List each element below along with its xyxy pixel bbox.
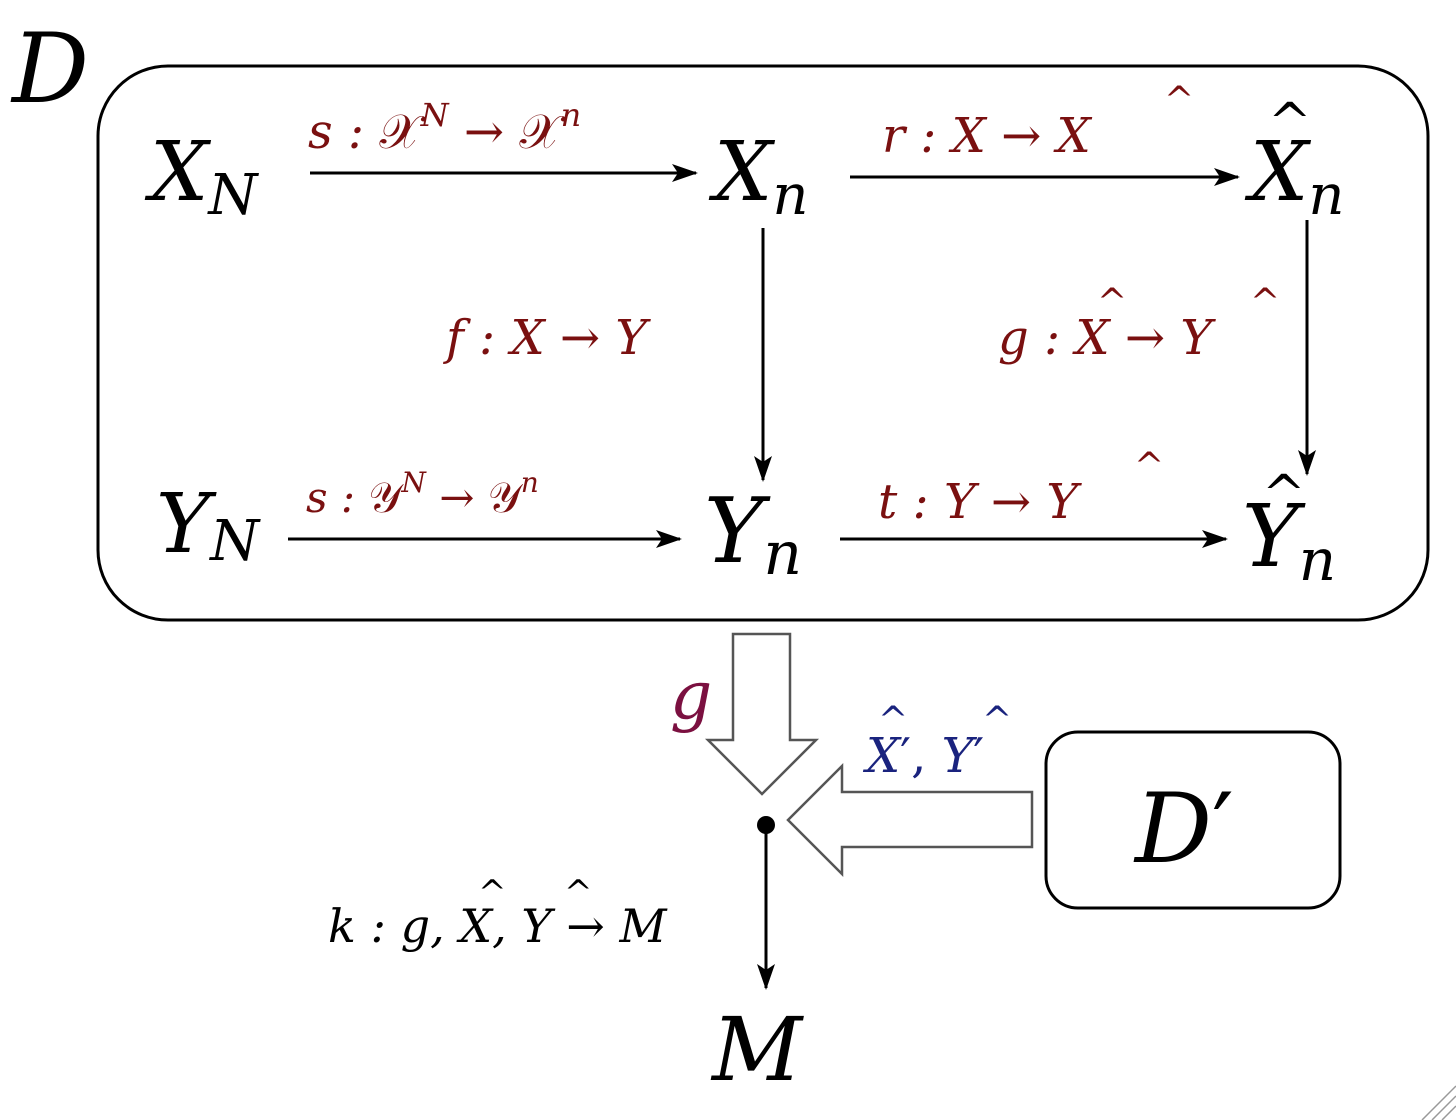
svg-text:Yn: Yn <box>704 479 802 589</box>
node-y-big-n: YN <box>156 477 261 574</box>
svg-text:^: ^ <box>1164 80 1194 121</box>
hollow-arrow-down <box>704 632 820 796</box>
svg-text:^: ^ <box>878 700 908 741</box>
svg-text:YN: YN <box>156 477 261 574</box>
label-f-vert: f : X → Y <box>443 310 651 366</box>
label-g-big: g <box>670 657 712 734</box>
frame-d <box>96 64 1430 622</box>
svg-text:^: ^ <box>1134 446 1164 487</box>
label-t-bot: t : Y → Y ^ <box>878 446 1164 530</box>
node-x-big-n: XN <box>144 125 259 228</box>
frame-d-prime-label: D′ <box>1133 773 1234 885</box>
svg-text:Xn: Xn <box>1244 125 1344 228</box>
frame-d-prime <box>1044 730 1342 910</box>
junction-dot <box>757 816 775 834</box>
svg-text:^: ^ <box>478 873 507 913</box>
svg-text:r : X → X: r : X → X <box>882 108 1093 164</box>
label-s-bot: s : 𝒴N → 𝒴n <box>306 466 539 522</box>
node-x-n: Xn <box>708 125 808 228</box>
hollow-arrow-left <box>786 762 1034 878</box>
svg-text:XN: XN <box>144 125 259 228</box>
resize-grip-icon <box>1421 1085 1456 1120</box>
node-m: M <box>710 998 804 1101</box>
svg-text:X′, Y′: X′, Y′ <box>862 728 984 784</box>
node-x-hat-n: ^ Xn <box>1244 93 1344 228</box>
label-s-top: s : 𝒳N → 𝒳n <box>308 96 581 160</box>
svg-text:g : X → Y: g : X → Y <box>998 310 1216 366</box>
svg-text:Yn: Yn <box>1242 487 1336 594</box>
label-r-top: r : X → X ^ <box>882 80 1194 164</box>
svg-text:^: ^ <box>1250 282 1280 323</box>
label-xy-prime: X′, Y′ ^ ^ <box>862 700 1012 784</box>
svg-text:k : g, X, Y → M: k : g, X, Y → M <box>328 899 668 953</box>
svg-text:^: ^ <box>564 873 593 913</box>
label-g-vert: g : X → Y ^ ^ <box>998 282 1280 366</box>
node-y-hat-n: ^ Yn <box>1242 465 1336 594</box>
svg-text:^: ^ <box>982 700 1012 741</box>
svg-text:Xn: Xn <box>708 125 808 228</box>
svg-text:^: ^ <box>1097 282 1127 323</box>
node-y-n: Yn <box>704 479 802 589</box>
svg-text:t : Y → Y: t : Y → Y <box>878 474 1082 530</box>
label-k: k : g, X, Y → M ^ ^ <box>328 873 668 953</box>
svg-text:^: ^ <box>1268 93 1312 153</box>
frame-d-label: D <box>10 13 89 125</box>
